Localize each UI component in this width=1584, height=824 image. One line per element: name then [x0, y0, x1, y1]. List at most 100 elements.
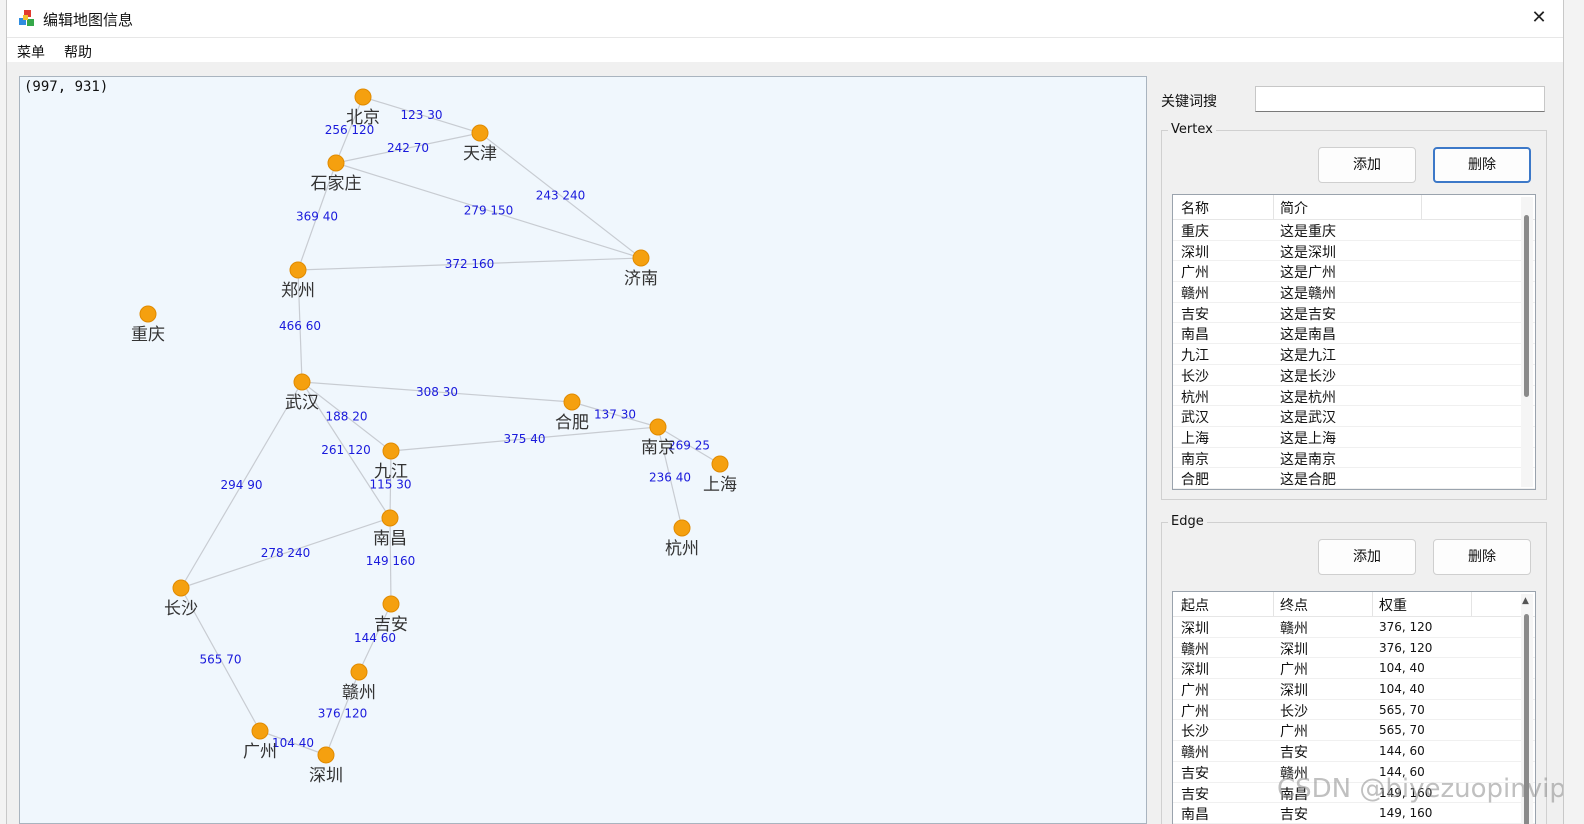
vertex-table-row[interactable]: 南昌这是南昌	[1173, 323, 1535, 345]
vertex-name-cell: 上海	[1181, 430, 1209, 447]
edge-scroll-thumb[interactable]	[1524, 614, 1529, 824]
vertex-name-cell: 南京	[1181, 451, 1209, 468]
vertex-scrollbar[interactable]	[1521, 197, 1533, 487]
map-node[interactable]	[327, 154, 345, 172]
map-node[interactable]	[293, 373, 311, 391]
map-node[interactable]	[172, 579, 190, 597]
map-edge-line[interactable]	[180, 517, 391, 589]
map-edge-line[interactable]	[297, 269, 303, 383]
map-node[interactable]	[649, 418, 667, 436]
map-edge-label: 137 30	[594, 408, 636, 422]
map-edge-line[interactable]	[571, 401, 659, 428]
map-node[interactable]	[289, 261, 307, 279]
map-edge-line[interactable]	[390, 426, 659, 452]
map-edge-label: 149 160	[366, 554, 416, 568]
map-edge-line[interactable]	[335, 162, 642, 259]
vertex-table-row[interactable]: 九江这是九江	[1173, 344, 1535, 365]
scroll-up-arrow-icon[interactable]: ▲	[1522, 596, 1529, 606]
search-input[interactable]	[1255, 86, 1545, 112]
vertex-table-row[interactable]: 合肥这是合肥	[1173, 468, 1535, 489]
map-edge-line[interactable]	[297, 257, 642, 271]
map-node[interactable]	[139, 305, 157, 323]
map-edge-label: 308 30	[416, 385, 458, 399]
map-node[interactable]	[381, 509, 399, 527]
menu-item-help[interactable]: 帮助	[64, 45, 92, 61]
map-node[interactable]	[673, 519, 691, 537]
map-edge-line[interactable]	[301, 381, 391, 519]
vertex-table-row[interactable]: 吉安这是吉安	[1173, 303, 1535, 324]
map-edge-line[interactable]	[362, 96, 481, 134]
vertex-table-row[interactable]: 郑州这是郑州	[1173, 489, 1535, 490]
map-edge-label: 369 40	[296, 210, 338, 224]
map-edge-line[interactable]	[657, 426, 721, 465]
map-node[interactable]	[632, 249, 650, 267]
map-edge-line[interactable]	[358, 603, 392, 673]
map-edge-line[interactable]	[335, 96, 364, 164]
vertex-col-desc[interactable]: 简介	[1280, 201, 1308, 217]
edge-col-weight[interactable]: 权重	[1379, 598, 1407, 614]
map-node[interactable]	[251, 722, 269, 740]
add-edge-button[interactable]: 添加	[1318, 539, 1416, 575]
edge-col-start[interactable]: 起点	[1181, 598, 1209, 614]
map-node[interactable]	[382, 595, 400, 613]
map-edge-line[interactable]	[389, 517, 392, 605]
map-node[interactable]	[354, 88, 372, 106]
map-edge-line[interactable]	[301, 381, 573, 403]
delete-edge-button[interactable]: 删除	[1433, 539, 1531, 575]
close-button[interactable]: ✕	[1531, 7, 1547, 28]
map-edge-line[interactable]	[325, 671, 360, 756]
map-node[interactable]	[350, 663, 368, 681]
add-vertex-button[interactable]: 添加	[1318, 147, 1416, 183]
edge-col-end[interactable]: 终点	[1280, 598, 1308, 614]
map-node[interactable]	[317, 746, 335, 764]
edge-end-cell: 吉安	[1280, 745, 1308, 762]
map-edge-label: 261 120	[321, 443, 371, 457]
vertex-table-row[interactable]: 杭州这是杭州	[1173, 386, 1535, 407]
map-edge-label: 279 150	[464, 204, 514, 218]
map-edge-line[interactable]	[297, 162, 337, 271]
map-edge-line[interactable]	[180, 587, 261, 732]
map-edge-line[interactable]	[301, 381, 392, 452]
vertex-table-row[interactable]: 南京这是南京	[1173, 448, 1535, 469]
map-edge-line[interactable]	[259, 730, 327, 756]
vertex-table-row[interactable]: 重庆这是重庆	[1173, 220, 1535, 241]
vertex-table-row[interactable]: 武汉这是武汉	[1173, 406, 1535, 427]
vertex-table[interactable]: 名称 简介 重庆这是重庆深圳这是深圳广州这是广州赣州这是赣州吉安这是吉安南昌这是…	[1172, 194, 1536, 490]
column-divider	[1421, 195, 1422, 219]
vertex-col-name[interactable]: 名称	[1181, 201, 1209, 217]
vertex-table-row[interactable]: 广州这是广州	[1173, 261, 1535, 283]
delete-vertex-button[interactable]: 删除	[1433, 147, 1531, 183]
vertex-table-row[interactable]: 赣州这是赣州	[1173, 282, 1535, 303]
vertex-scroll-thumb[interactable]	[1524, 215, 1529, 397]
menu-item-menu[interactable]: 菜单	[17, 45, 45, 61]
map-node[interactable]	[471, 124, 489, 142]
vertex-table-row[interactable]: 深圳这是深圳	[1173, 241, 1535, 262]
map-edge-line[interactable]	[657, 426, 683, 529]
map-node[interactable]	[382, 442, 400, 460]
edge-scrollbar[interactable]: ▲	[1521, 594, 1533, 824]
edge-start-cell: 南昌	[1181, 807, 1209, 824]
map-edge-line[interactable]	[335, 132, 481, 164]
map-node[interactable]	[711, 455, 729, 473]
map-edge-line[interactable]	[479, 132, 642, 259]
vertex-table-row[interactable]: 上海这是上海	[1173, 427, 1535, 448]
map-edge-line[interactable]	[389, 450, 392, 519]
vertex-name-cell: 长沙	[1181, 368, 1209, 385]
map-node[interactable]	[563, 393, 581, 411]
vertex-table-row[interactable]: 长沙这是长沙	[1173, 365, 1535, 386]
map-edge-line[interactable]	[180, 381, 303, 589]
map-node-label: 武汉	[285, 393, 319, 413]
